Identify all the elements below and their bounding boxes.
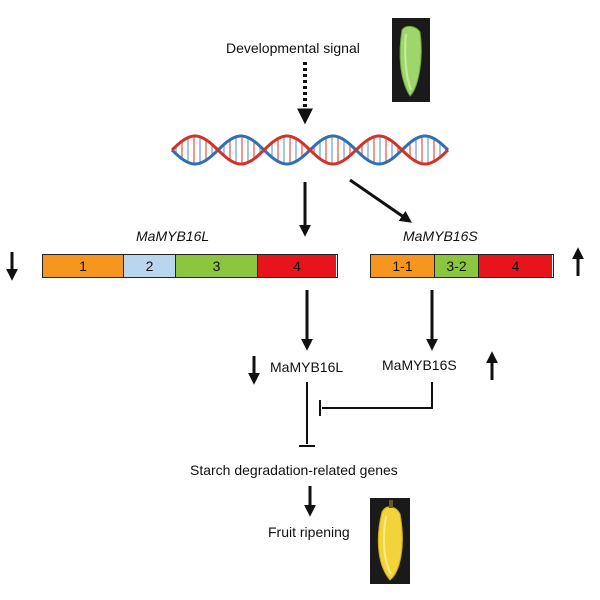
short-protein-label: MaMYB16S xyxy=(382,357,457,373)
long-gene-segment-2: 2 xyxy=(124,255,176,277)
short-gene-segment-3: 4 xyxy=(479,255,552,277)
short-gene-segment-1: 1-1 xyxy=(371,255,435,277)
short-gene-segment-2: 3-2 xyxy=(435,255,479,277)
long-gene-segment-4: 4 xyxy=(258,255,336,277)
dna-to-short-arrow xyxy=(349,178,412,223)
signal-label: Developmental signal xyxy=(226,40,360,56)
short-inhibits-long-line xyxy=(322,382,433,409)
long-gene-segment-1: 1 xyxy=(43,255,124,277)
unripe-banana-image xyxy=(392,18,430,102)
dna-helix-icon xyxy=(170,134,450,166)
long-gene-segment-3: 3 xyxy=(176,255,258,277)
long-protein-label: MaMYB16L xyxy=(270,359,344,375)
short-gene-name: MaMYB16S xyxy=(403,228,478,244)
fruit-ripening-label: Fruit ripening xyxy=(268,524,350,540)
starch-genes-label: Starch degradation-related genes xyxy=(190,462,398,478)
ripe-banana-image xyxy=(370,498,410,584)
long-gene-name: MaMYB16L xyxy=(136,228,210,244)
